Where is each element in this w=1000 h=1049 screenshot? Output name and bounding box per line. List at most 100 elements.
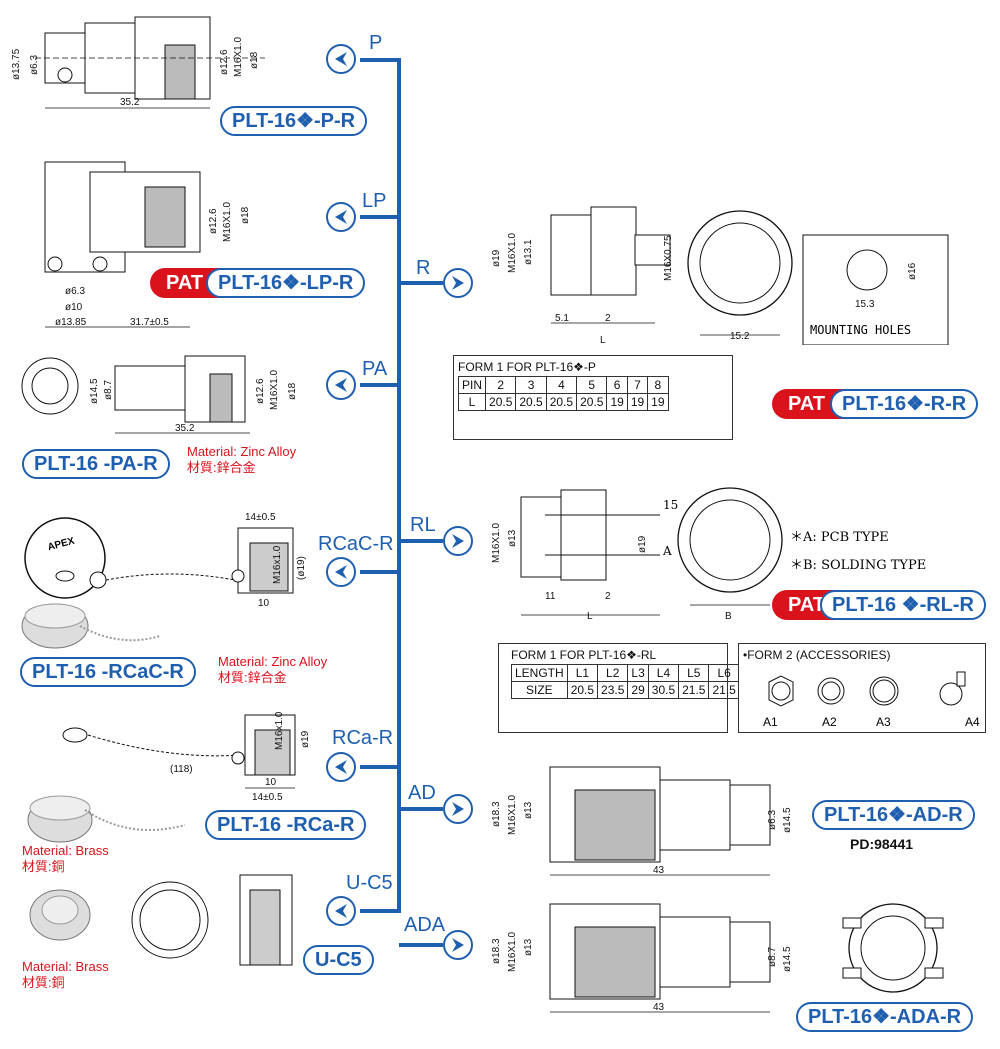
rl-note-b: ＊B: SOLDING TYPE bbox=[790, 558, 926, 573]
branch-label-rca: RCa-R bbox=[332, 727, 394, 749]
right-arrow-icon[interactable] bbox=[443, 526, 473, 556]
drawing-rl-r: M16X1.0 ø13 ø19 11 2 L 15 A B ＊A: PCB TY… bbox=[491, 487, 926, 622]
mounting-holes-label: MOUNTING HOLES bbox=[810, 323, 911, 337]
form2-item-a2: A2 bbox=[822, 715, 837, 729]
dim-ada-5: 43 bbox=[653, 1002, 665, 1013]
form-rl-table: FORM 1 FOR PLT-16❖-RL LENGTH L1 L2 L3 L4… bbox=[498, 643, 740, 733]
drawing-rca-r: (118) M16x1.0 ø19 10 14±0.5 bbox=[27, 711, 311, 843]
left-arrow-icon[interactable] bbox=[326, 370, 356, 400]
form-r-cell: 5 bbox=[576, 376, 608, 394]
dim-ada-4: ø14.5 bbox=[782, 946, 793, 972]
dim-ada-0: ø18.3 bbox=[491, 938, 502, 964]
material-brass-en-2: Material: Brass bbox=[22, 959, 109, 974]
dim-ad-5: 43 bbox=[653, 865, 665, 876]
dim-rl-5: L bbox=[587, 611, 593, 622]
dim-r-3: M16X0.75 bbox=[663, 235, 674, 281]
form-rl-cell: 20.5 bbox=[566, 681, 599, 699]
dim-pa-1: ø8.7 bbox=[103, 380, 114, 400]
label-plt-16-rcac-r[interactable]: PLT-16 -RCaC-R bbox=[20, 657, 196, 687]
branch-line-rca bbox=[360, 765, 400, 769]
dim-p-1: ø6.3 bbox=[29, 55, 40, 75]
branch-label-lp: LP bbox=[362, 190, 387, 212]
dim-pa-2: ø12.6 bbox=[255, 378, 266, 404]
branch-line-p bbox=[360, 58, 400, 62]
dim-rca-2: ø19 bbox=[300, 730, 311, 748]
dim-r-8: ø16 bbox=[907, 262, 918, 280]
branch-line-ad bbox=[399, 807, 443, 811]
material-zinc-zh: 材質:鋅合金 bbox=[187, 460, 256, 475]
form-rl-cell: 21.5 bbox=[708, 681, 740, 699]
form-r-cell: 3 bbox=[515, 376, 547, 394]
label-plt-16-ad-r[interactable]: PLT-16❖-AD-R bbox=[812, 800, 975, 830]
right-arrow-icon[interactable] bbox=[443, 930, 473, 960]
dim-lp-2: ø18 bbox=[240, 206, 251, 224]
form-r-cell: 20.5 bbox=[515, 393, 547, 411]
dim-r-1: M16X1.0 bbox=[507, 233, 518, 273]
drawing-ada-front bbox=[842, 903, 944, 993]
dim-r-5: 2 bbox=[605, 313, 611, 324]
form-r-cell: 20.5 bbox=[485, 393, 517, 411]
label-plt-16-r-r[interactable]: PLT-16❖-R-R bbox=[830, 389, 979, 419]
label-plt-16-rl-r[interactable]: PLT-16 ❖-RL-R bbox=[820, 590, 987, 620]
label-plt-16-pa-r[interactable]: PLT-16 -PA-R bbox=[22, 449, 170, 479]
dim-r-9: 15.3 bbox=[855, 299, 875, 310]
branch-line-rcac bbox=[360, 570, 400, 574]
left-arrow-icon[interactable] bbox=[326, 557, 356, 587]
right-arrow-icon[interactable] bbox=[443, 794, 473, 824]
left-arrow-icon[interactable] bbox=[326, 752, 356, 782]
dim-rl-3: 11 bbox=[545, 591, 556, 602]
branch-line-pa bbox=[360, 383, 400, 387]
drawing-ad-r: ø18.3 M16X1.0 ø13 ø6.3 ø14.5 43 bbox=[491, 766, 793, 876]
dim-rl-2: ø19 bbox=[637, 535, 648, 553]
form-r-cell: L bbox=[457, 393, 487, 411]
branch-line-uc5 bbox=[360, 909, 400, 913]
pd-number: PD:98441 bbox=[850, 836, 914, 852]
dim-p-0: ø13.75 bbox=[11, 48, 22, 80]
form-rl-cell: L5 bbox=[678, 664, 710, 682]
label-plt-16-p-r[interactable]: PLT-16❖-P-R bbox=[220, 106, 368, 136]
dim-ad-1: M16X1.0 bbox=[507, 795, 518, 835]
dim-rl-4: 2 bbox=[605, 591, 611, 602]
label-plt-16-lp-r[interactable]: PLT-16❖-LP-R bbox=[206, 268, 366, 298]
form2-title: •FORM 2 (ACCESSORIES) bbox=[743, 648, 891, 662]
branch-line-r bbox=[399, 281, 443, 285]
dim-rcac-3: 10 bbox=[258, 598, 270, 609]
form-r-cell: 19 bbox=[647, 393, 669, 411]
dim-rl-7: A bbox=[662, 544, 672, 558]
dim-p-3: M16X1.0 bbox=[233, 37, 244, 77]
dim-pa-3: M16X1.0 bbox=[269, 370, 280, 410]
dim-rca-4: 14±0.5 bbox=[252, 792, 283, 803]
dim-rl-6: 15 bbox=[663, 498, 678, 512]
dim-ad-0: ø18.3 bbox=[491, 801, 502, 827]
label-plt-16-rca-r[interactable]: PLT-16 -RCa-R bbox=[205, 810, 367, 840]
branch-line-lp bbox=[360, 215, 400, 219]
dim-ad-3: ø6.3 bbox=[767, 810, 778, 830]
dim-ada-3: ø8.7 bbox=[767, 947, 778, 967]
dim-lp-1: M16X1.0 bbox=[222, 202, 233, 242]
dim-r-0: ø19 bbox=[491, 249, 502, 267]
label-plt-16-ada-r[interactable]: PLT-16❖-ADA-R bbox=[796, 1002, 974, 1032]
label-u-c5[interactable]: U-C5 bbox=[303, 945, 374, 975]
dim-rl-8: B bbox=[725, 611, 732, 622]
left-arrow-icon[interactable] bbox=[326, 44, 356, 74]
form-r-cell: PIN bbox=[457, 376, 487, 394]
dim-lp-3: ø6.3 bbox=[65, 286, 85, 297]
form-rl-cell: LENGTH bbox=[511, 664, 568, 682]
form-r-cell: 20.5 bbox=[576, 393, 608, 411]
right-arrow-icon[interactable] bbox=[443, 268, 473, 298]
material-zinc-zh-2: 材質:鋅合金 bbox=[218, 670, 287, 685]
form-rl-cell: L4 bbox=[647, 664, 680, 682]
form-rl-cell: SIZE bbox=[511, 681, 568, 699]
branch-line-rl bbox=[399, 539, 443, 543]
dim-r-6: L bbox=[600, 335, 606, 345]
left-arrow-icon[interactable] bbox=[326, 202, 356, 232]
rl-note-a: ＊A: PCB TYPE bbox=[790, 530, 889, 545]
drawing-rcac-r: APEX 14±0.5 M16x1.0 (ø19) 10 bbox=[21, 512, 307, 649]
dim-rca-3: 10 bbox=[265, 777, 277, 788]
branch-label-pa: PA bbox=[362, 358, 388, 380]
dim-lp-6: 31.7±0.5 bbox=[130, 317, 169, 328]
dim-r-4: 5.1 bbox=[555, 313, 569, 324]
branch-label-ad: AD bbox=[408, 782, 436, 804]
left-arrow-icon[interactable] bbox=[326, 896, 356, 926]
dim-pa-5: 35.2 bbox=[175, 423, 195, 434]
